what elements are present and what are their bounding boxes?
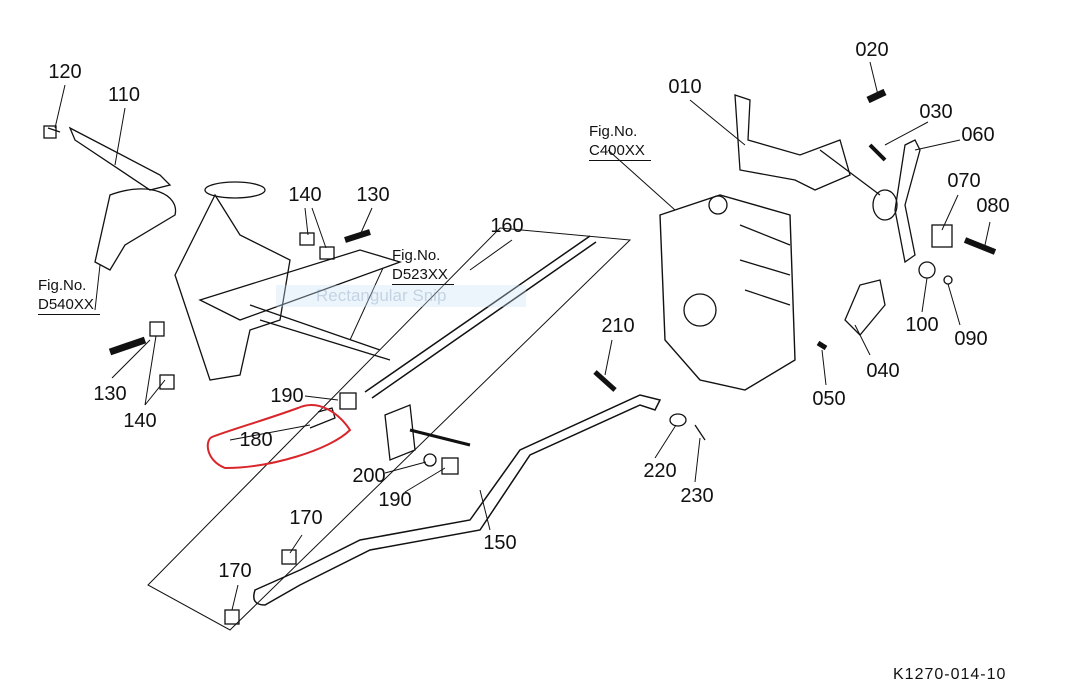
callout-060: 060 — [961, 124, 995, 146]
pedal-frame — [174, 193, 291, 381]
gearbox-port — [683, 293, 717, 327]
bolt-120 — [47, 127, 61, 133]
figure-ref-label: Fig.No. — [392, 247, 441, 264]
arm-040 — [844, 279, 886, 336]
callout-140: 140 — [288, 184, 322, 206]
pedal-plate — [198, 249, 403, 321]
callout-040: 040 — [866, 360, 900, 382]
callout-130: 130 — [356, 184, 390, 206]
document-id: K1270-014-10 — [893, 666, 1007, 683]
leader-lines — [54, 61, 991, 611]
callout-190: 190 — [378, 489, 412, 511]
pedal-pad — [204, 181, 266, 199]
bolt-head-120 — [43, 125, 57, 139]
callout-180: 180 — [239, 429, 273, 451]
lever-060 — [894, 139, 921, 264]
pedal-bracket — [94, 188, 177, 271]
figure-ref-c400xx: Fig.No. C400XX — [589, 122, 651, 161]
link — [819, 149, 881, 196]
callout-140: 140 — [123, 410, 157, 432]
callout-230: 230 — [680, 485, 714, 507]
snip-overlay-text: Rectangular Snip — [276, 285, 526, 307]
figure-ref-code: D540XX — [38, 295, 100, 315]
highlight-circle-180 — [206, 404, 352, 470]
bearing-100 — [918, 261, 936, 279]
figure-ref-d540xx: Fig.No. D540XX — [38, 276, 100, 315]
callout-110: 110 — [108, 84, 140, 106]
pin-230 — [694, 424, 706, 441]
callout-080: 080 — [976, 195, 1010, 217]
callout-010: 010 — [668, 76, 702, 98]
bracket-010 — [734, 94, 851, 191]
washer-200 — [423, 453, 437, 467]
nut-170b — [224, 609, 240, 625]
figure-ref-code: C400XX — [589, 141, 651, 161]
nut-140c — [149, 321, 165, 337]
bracket-200 — [384, 404, 416, 461]
rod-150 — [253, 394, 662, 606]
clip-090 — [943, 275, 953, 285]
callout-200: 200 — [352, 465, 386, 487]
callout-170: 170 — [289, 507, 323, 529]
callout-130: 130 — [93, 383, 127, 405]
nut-140d — [159, 374, 175, 390]
callout-220: 220 — [643, 460, 677, 482]
screw-050 — [816, 340, 828, 351]
callout-120: 120 — [48, 61, 82, 83]
roller — [872, 189, 898, 221]
gearbox-ribs — [739, 224, 791, 306]
gearbox — [659, 194, 796, 391]
gearbox-cap — [708, 195, 728, 215]
figure-ref-label: Fig.No. — [38, 277, 87, 294]
callout-100: 100 — [905, 314, 939, 336]
callout-160: 160 — [490, 215, 524, 237]
callout-070: 070 — [947, 170, 981, 192]
pedal-shaft — [249, 304, 391, 361]
rod-160 — [364, 235, 597, 399]
spring-030 — [868, 143, 887, 162]
part-070 — [931, 224, 953, 248]
bolt-130b — [108, 336, 147, 356]
nut-190b — [441, 457, 459, 475]
bolt-020 — [866, 88, 887, 104]
bolt-130a — [344, 229, 371, 243]
callout-090: 090 — [954, 328, 988, 350]
nut-170a — [281, 549, 297, 565]
callout-170: 170 — [218, 560, 252, 582]
bolt-080 — [963, 237, 997, 255]
nut-190a — [339, 392, 357, 410]
nut-140b — [319, 246, 335, 260]
nut-140a — [299, 232, 315, 246]
figure-ref-d523xx: Fig.No. D523XX — [392, 246, 454, 285]
callout-030: 030 — [919, 101, 953, 123]
callout-050: 050 — [812, 388, 846, 410]
callout-210: 210 — [601, 315, 635, 337]
pedal-arm — [68, 126, 172, 191]
callout-150: 150 — [483, 532, 517, 554]
callout-020: 020 — [855, 39, 889, 61]
assembly-plane — [147, 227, 632, 631]
washer-220 — [669, 413, 687, 427]
bolt-210 — [593, 370, 617, 392]
callout-190: 190 — [270, 385, 304, 407]
pin — [409, 428, 471, 447]
figure-ref-label: Fig.No. — [589, 123, 638, 140]
figure-ref-code: D523XX — [392, 265, 454, 285]
